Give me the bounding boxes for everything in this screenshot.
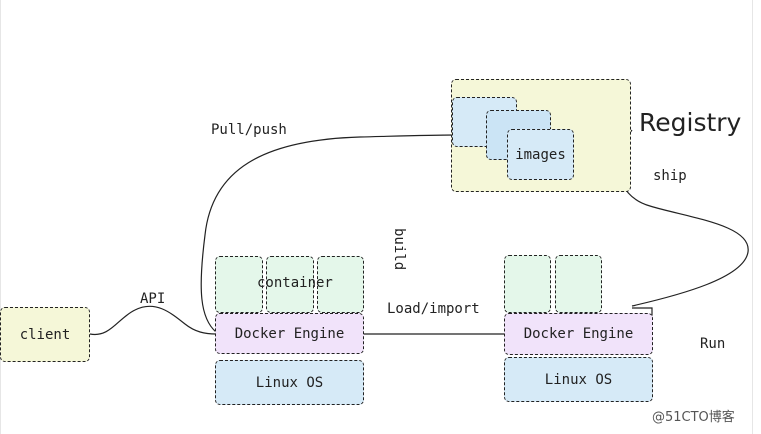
ship-label: ship xyxy=(653,168,687,184)
client-box: client xyxy=(0,307,90,362)
images-box: images xyxy=(507,129,574,180)
api-label: API xyxy=(140,291,166,307)
run-label: Run xyxy=(700,336,726,352)
watermark: @51CTO博客 xyxy=(652,410,735,425)
container-slot-4 xyxy=(504,255,551,313)
right-border-line xyxy=(752,0,753,434)
linux-os-right: Linux OS xyxy=(504,357,653,402)
docker-engine-left: Docker Engine xyxy=(215,313,364,354)
docker-engine-right: Docker Engine xyxy=(504,313,653,355)
build-label: build xyxy=(391,228,407,271)
container-slot-2 xyxy=(266,256,314,313)
docker-engine-left-label: Docker Engine xyxy=(234,325,345,342)
linux-os-left: Linux OS xyxy=(215,360,364,405)
linux-os-right-label: Linux OS xyxy=(544,371,613,388)
pull-push-label: Pull/push xyxy=(211,122,287,138)
container-slot-5 xyxy=(555,255,602,313)
linux-os-left-label: Linux OS xyxy=(255,374,324,391)
docker-engine-right-label: Docker Engine xyxy=(523,326,634,342)
container-slot-3 xyxy=(317,256,364,313)
left-border-line xyxy=(0,0,1,434)
images-label: images xyxy=(515,146,566,163)
container-slot-1 xyxy=(215,256,263,313)
container-label: container xyxy=(257,275,333,291)
pull-push-connector xyxy=(200,134,456,333)
client-label: client xyxy=(19,326,71,343)
api-connector xyxy=(89,305,217,336)
ship-connector xyxy=(618,129,749,307)
load-import-label: Load/import xyxy=(387,301,480,317)
registry-title: Registry xyxy=(639,108,742,137)
